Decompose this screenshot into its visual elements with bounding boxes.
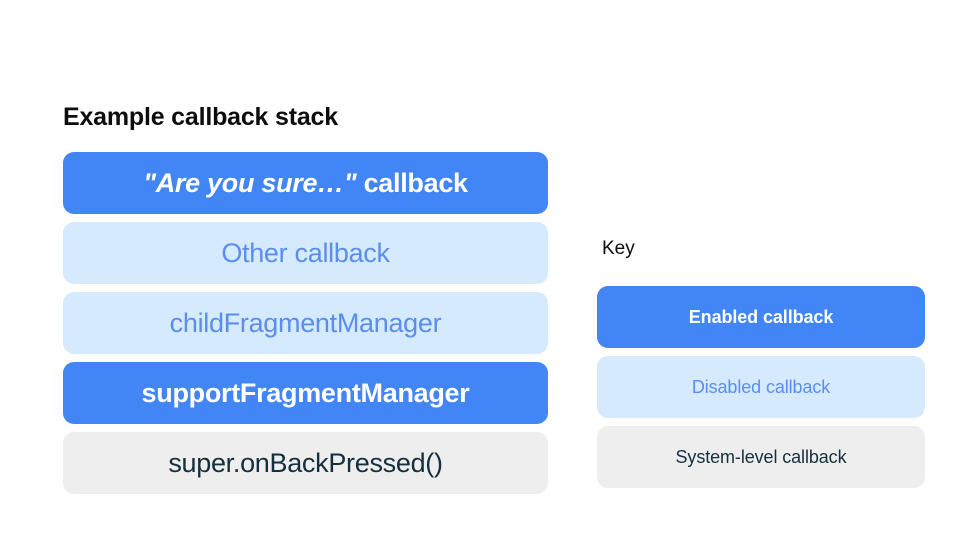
stack-item-child-fragment-manager[interactable]: childFragmentManager <box>63 292 548 354</box>
stack-item-are-you-sure-callback[interactable]: "Are you sure…" callback <box>63 152 548 214</box>
key-item-disabled-callback[interactable]: Disabled callback <box>597 356 925 418</box>
stack-item-label: supportFragmentManager <box>141 377 470 408</box>
stack-item-other-callback[interactable]: Other callback <box>63 222 548 284</box>
stack-item-label: childFragmentManager <box>169 307 442 338</box>
stack-item-super-on-back-pressed[interactable]: super.onBackPressed() <box>63 432 548 494</box>
key-item-label: Enabled callback <box>688 307 834 327</box>
stack-item-support-fragment-manager[interactable]: supportFragmentManager <box>63 362 548 424</box>
key-section: Key Enabled callback Disabled callback S… <box>597 236 925 488</box>
key-item-label: Disabled callback <box>691 377 831 397</box>
key-title: Key <box>602 238 635 259</box>
stack-item-label-emphasis: "Are you sure…" <box>143 167 357 198</box>
callback-stack-section: Example callback stack "Are you sure…" c… <box>63 100 548 494</box>
stack-item-label-plain: callback <box>356 167 469 198</box>
stack-item-label: "Are you sure…" callback <box>143 167 469 198</box>
key-item-label: System-level callback <box>675 447 847 467</box>
key-list: Enabled callback Disabled callback Syste… <box>597 286 925 488</box>
key-item-enabled-callback[interactable]: Enabled callback <box>597 286 925 348</box>
key-item-system-level-callback[interactable]: System-level callback <box>597 426 925 488</box>
callback-stack-list: "Are you sure…" callback Other callback … <box>63 152 548 494</box>
stack-item-label: Other callback <box>221 237 390 268</box>
page-title: Example callback stack <box>63 103 338 131</box>
stack-item-label: super.onBackPressed() <box>168 447 443 478</box>
